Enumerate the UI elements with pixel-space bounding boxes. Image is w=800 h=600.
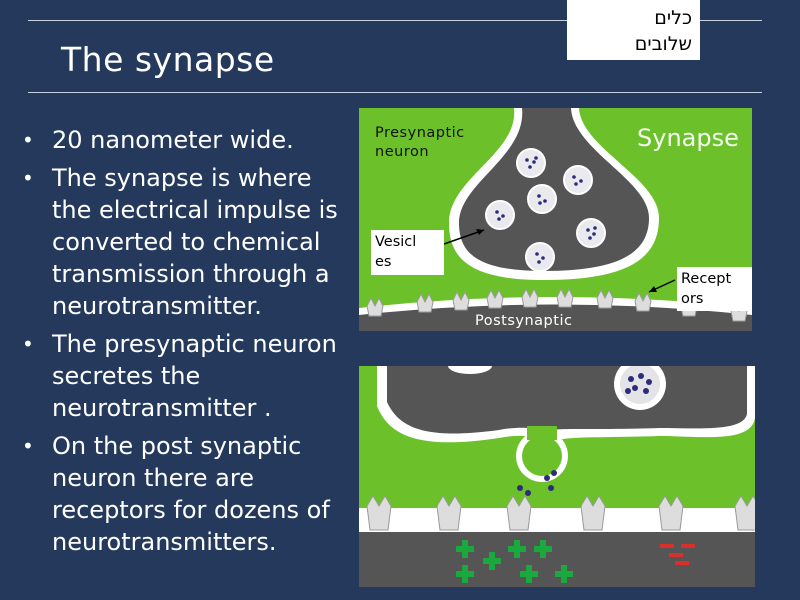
release-diagram-art	[359, 366, 755, 587]
presynaptic-label-line1: Presynaptic	[375, 125, 465, 141]
vesicles-callout: Vesicl es	[371, 230, 444, 275]
presynaptic-label: Presynaptic neuron	[375, 124, 465, 162]
synapse-diagram: Synapse Presynaptic neuron Postsynaptic …	[359, 108, 752, 331]
bullet-list: 20 nanometer wide. The synapse is where …	[22, 124, 352, 564]
vesicles-callout-line2: es	[375, 254, 392, 270]
vesicles-callout-line1: Vesicl	[375, 234, 417, 250]
page-title: The synapse	[61, 40, 275, 79]
top-divider	[28, 20, 762, 21]
release-diagram	[359, 366, 755, 587]
presynaptic-label-line2: neuron	[375, 144, 430, 160]
title-divider	[28, 92, 762, 93]
postsynaptic-label: Postsynaptic neuron	[475, 312, 572, 331]
receptors-callout-line2: ors	[681, 291, 704, 307]
bullet-item: On the post synaptic neuron there are re…	[22, 430, 352, 558]
bullet-item: The presynaptic neuron secretes the neur…	[22, 328, 352, 424]
bullet-item: The synapse is where the electrical impu…	[22, 162, 352, 322]
postsynaptic-label-line1: Postsynaptic	[475, 313, 573, 329]
receptors-callout-line1: Recept	[681, 271, 732, 287]
logo-line-1: כלים	[654, 7, 692, 29]
receptors-callout: Recept ors	[677, 267, 752, 311]
logo-line-2: שלובים	[634, 33, 692, 55]
logo: כלים שלובים	[567, 0, 700, 60]
bullet-item: 20 nanometer wide.	[22, 124, 352, 156]
diagram-heading: Synapse	[637, 124, 739, 152]
